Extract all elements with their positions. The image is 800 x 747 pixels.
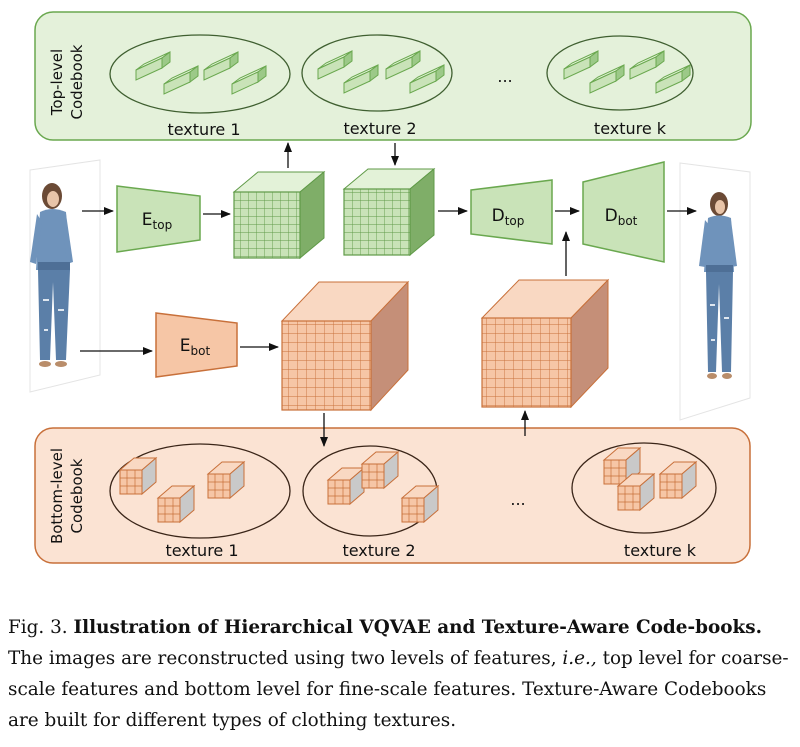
d-bot-main: D [605,206,618,226]
bottom-level-codebook: Bottom-level Codebook ... texture 1 text… [34,427,751,564]
caption-text-part2: top level for coarse-scale features and … [8,648,789,731]
bottom-codebook-ellipsis: ... [510,490,525,509]
decoder-top: Dtop [470,179,553,245]
encoder-bottom: Ebot [155,312,238,378]
encoder-top: Etop [116,185,201,253]
top-codebook-ellipsis: ... [497,67,512,86]
bottom-texture-k-label: texture k [624,541,697,560]
input-image [29,159,101,393]
decoder-bottom: Dbot [582,161,665,263]
figure-caption: Fig. 3. Illustration of Hierarchical VQV… [8,612,792,736]
top-texture-1-label: texture 1 [167,120,240,139]
output-person-figure [699,192,737,379]
svg-text:Etop: Etop [142,210,172,232]
flow-arrows [80,142,697,447]
d-bot-sub: bot [618,214,638,228]
input-person-figure [30,183,73,367]
svg-text:Ebot: Ebot [180,336,211,358]
caption-ie: i.e., [562,648,597,669]
top-codebook-title-line2: Codebook [68,44,86,119]
d-top-main: D [492,206,505,226]
bottom-codebook-title-line2: Codebook [68,458,86,533]
e-top-sub: top [153,218,173,232]
top-feature-map-encoded [232,170,326,260]
top-texture-1-cluster [109,34,291,114]
d-top-sub: top [505,214,525,228]
svg-text:Dbot: Dbot [605,206,638,228]
output-image [679,162,751,421]
caption-fig-label: Fig. 3. [8,617,68,638]
e-top-main: E [142,210,153,230]
top-feature-map-quantized [342,167,436,257]
vqvae-diagram: Top-level Codebook ... texture 1 texture… [29,11,752,564]
top-level-codebook: Top-level Codebook ... texture 1 texture… [34,11,752,141]
top-texture-2-label: texture 2 [343,119,416,138]
bottom-codebook-title-line1: Bottom-level [48,448,66,544]
top-codebook-title-line1: Top-level [48,49,66,116]
bottom-feature-map-quantized [480,278,610,409]
e-bot-main: E [180,336,191,356]
top-texture-k-label: texture k [594,119,667,138]
caption-bold-title: Illustration of Hierarchical VQVAE and T… [73,617,762,638]
bottom-texture-1-label: texture 1 [165,541,238,560]
bottom-feature-map-encoded [280,280,410,412]
svg-text:Dtop: Dtop [492,206,525,228]
e-bot-sub: bot [191,344,211,358]
caption-text-part1: The images are reconstructed using two l… [8,648,557,669]
bottom-texture-2-label: texture 2 [342,541,415,560]
